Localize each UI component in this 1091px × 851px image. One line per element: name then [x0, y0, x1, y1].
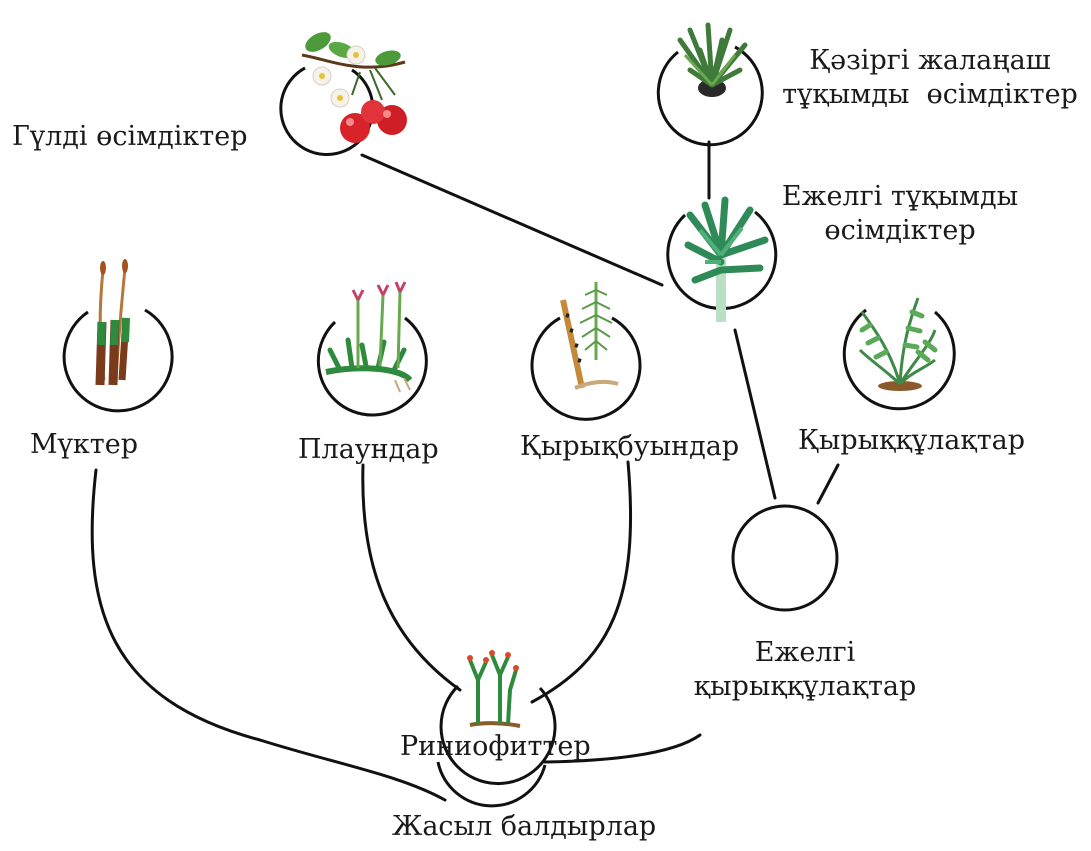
label-ferns: Қырыққұлақтар	[798, 424, 1025, 458]
connector-flowering-ancient-seed	[362, 155, 662, 285]
connector-lycopods-rhyniophytes	[363, 465, 460, 690]
label-ancient-seed-plants-line1: Ежелгі тұқымды	[770, 180, 1030, 214]
label-ancient-ferns-line2: қырыққұлақтар	[680, 670, 930, 704]
label-lycopods: Плаундар	[298, 433, 439, 467]
label-ancient-seed-plants: Ежелгі тұқымды өсімдіктер	[770, 180, 1030, 248]
ring-horsetails	[532, 318, 640, 419]
cherry-branch-icon	[302, 28, 407, 143]
label-green-algae: Жасыл балдырлар	[392, 810, 656, 844]
label-flowering-plants: Гүлді өсімдіктер	[12, 120, 247, 154]
label-mosses: Мүктер	[30, 428, 138, 462]
label-rhyniophytes: Риниофиттер	[400, 730, 591, 764]
gymnosperm-plant-icon	[680, 25, 745, 97]
ring-ancient-ferns	[733, 506, 837, 610]
label-modern-gymnosperms-line1: Қәзіргі жалаңаш	[780, 44, 1080, 78]
connector-mosses-green-algae	[92, 470, 445, 800]
fern-plant-icon	[860, 298, 935, 391]
horsetail-plant-icon	[563, 282, 618, 388]
rhyniophyte-plant-icon	[467, 650, 520, 726]
ring-ferns	[844, 310, 954, 409]
label-ancient-seed-plants-line2: өсімдіктер	[770, 214, 1030, 248]
connector-ancient-seed-ancient-ferns	[735, 330, 775, 498]
label-horsetails: Қырықбуындар	[520, 430, 739, 464]
moss-plant-icon	[100, 259, 128, 385]
lycopod-plant-icon	[326, 282, 410, 392]
label-ancient-ferns: Ежелгі қырыққұлақтар	[680, 636, 930, 704]
connector-horsetails-rhyniophytes	[532, 462, 631, 702]
label-ancient-ferns-line1: Ежелгі	[680, 636, 930, 670]
label-modern-gymnosperms: Қәзіргі жалаңаш тұқымды өсімдіктер	[780, 44, 1080, 112]
label-modern-gymnosperms-line2: тұқымды өсімдіктер	[780, 78, 1080, 112]
connector-ferns-ancient-ferns	[818, 465, 838, 503]
